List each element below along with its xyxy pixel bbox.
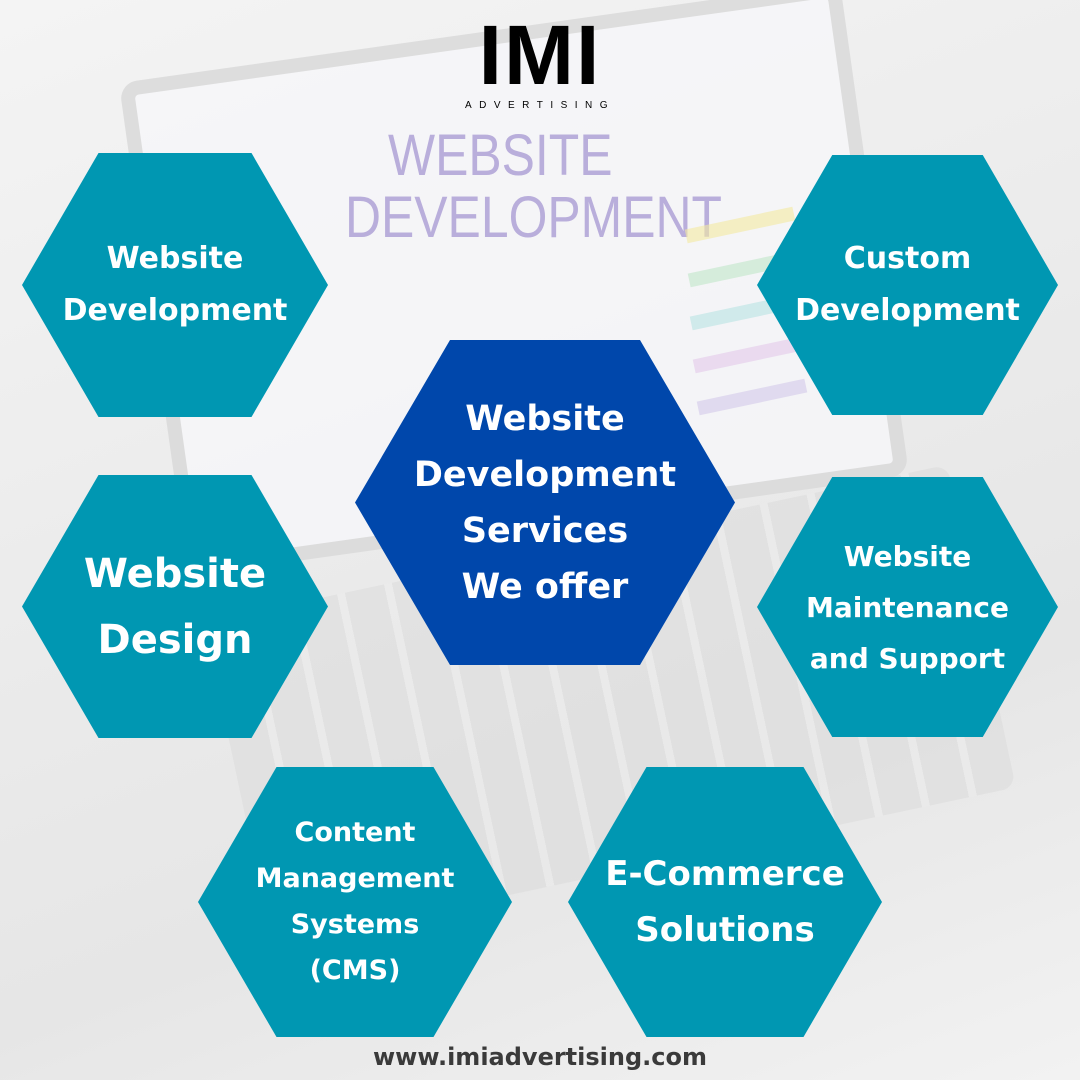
imi-advertising-logo: IMI ADVERTISING xyxy=(453,12,627,112)
service-website-development: Website Development xyxy=(22,153,328,417)
service-line: Content xyxy=(294,817,416,848)
background-text-line: DEVELOPMENT xyxy=(345,185,722,250)
website-url[interactable]: www.imiadvertising.com xyxy=(372,1043,707,1071)
service-line: Website xyxy=(83,550,267,597)
background-text-line: WEBSITE xyxy=(388,123,613,188)
service-line: Systems xyxy=(290,909,420,940)
service-line: and Support xyxy=(809,641,1006,675)
center-line: We offer xyxy=(461,566,629,607)
logo-subtitle: ADVERTISING xyxy=(464,100,616,111)
service-line: Development xyxy=(795,293,1020,328)
center-line: Development xyxy=(413,454,677,495)
service-line: Custom xyxy=(843,241,972,276)
service-custom-development: Custom Development xyxy=(757,155,1058,415)
service-line: Design xyxy=(97,616,253,663)
logo-mark: IMI xyxy=(478,8,602,102)
service-line: (CMS) xyxy=(309,955,401,986)
service-line: E-Commerce xyxy=(605,854,845,894)
service-line: Website xyxy=(843,539,972,573)
service-line: Website xyxy=(106,241,244,276)
service-line: Development xyxy=(62,293,288,328)
center-line: Website xyxy=(465,398,625,439)
service-maintenance-support: Website Maintenance and Support xyxy=(757,477,1058,737)
service-line: Maintenance xyxy=(805,590,1009,624)
service-line: Solutions xyxy=(635,910,815,950)
service-line: Management xyxy=(255,863,455,894)
center-line: Services xyxy=(461,510,629,551)
background-screen-text: WEBSITE DEVELOPMENT xyxy=(345,125,722,249)
